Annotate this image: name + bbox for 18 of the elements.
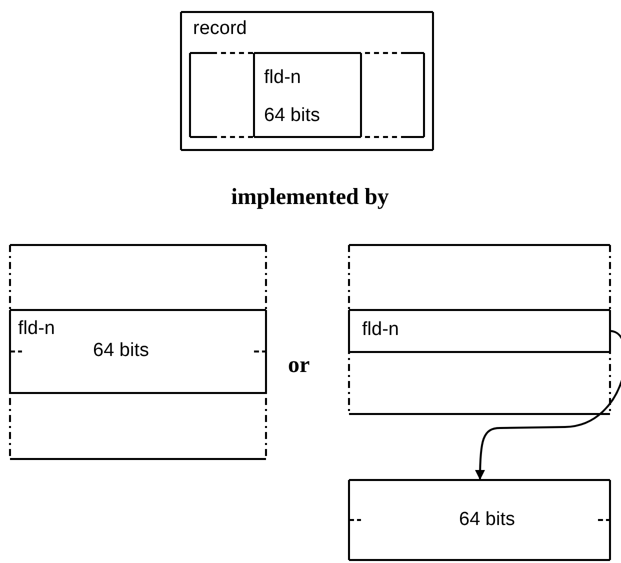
memory-block — [349, 480, 610, 560]
record-box — [181, 12, 433, 150]
field-band — [10, 310, 266, 393]
memory-block — [10, 245, 266, 459]
field-text: 64 bits — [264, 105, 320, 127]
field-box — [254, 53, 361, 137]
arrow — [475, 330, 621, 480]
field-band — [349, 310, 610, 352]
field-name: fld-n — [362, 319, 399, 341]
record-frame — [190, 53, 424, 137]
connector-word: or — [288, 352, 310, 378]
box-title: record — [193, 18, 247, 40]
memory-block — [349, 245, 610, 414]
caption-text: implemented by — [231, 184, 389, 210]
field-name: fld-n — [264, 67, 301, 89]
field-name: fld-n — [18, 318, 55, 340]
field-size: 64 bits — [459, 509, 515, 531]
field-text: 64 bits — [93, 340, 149, 362]
